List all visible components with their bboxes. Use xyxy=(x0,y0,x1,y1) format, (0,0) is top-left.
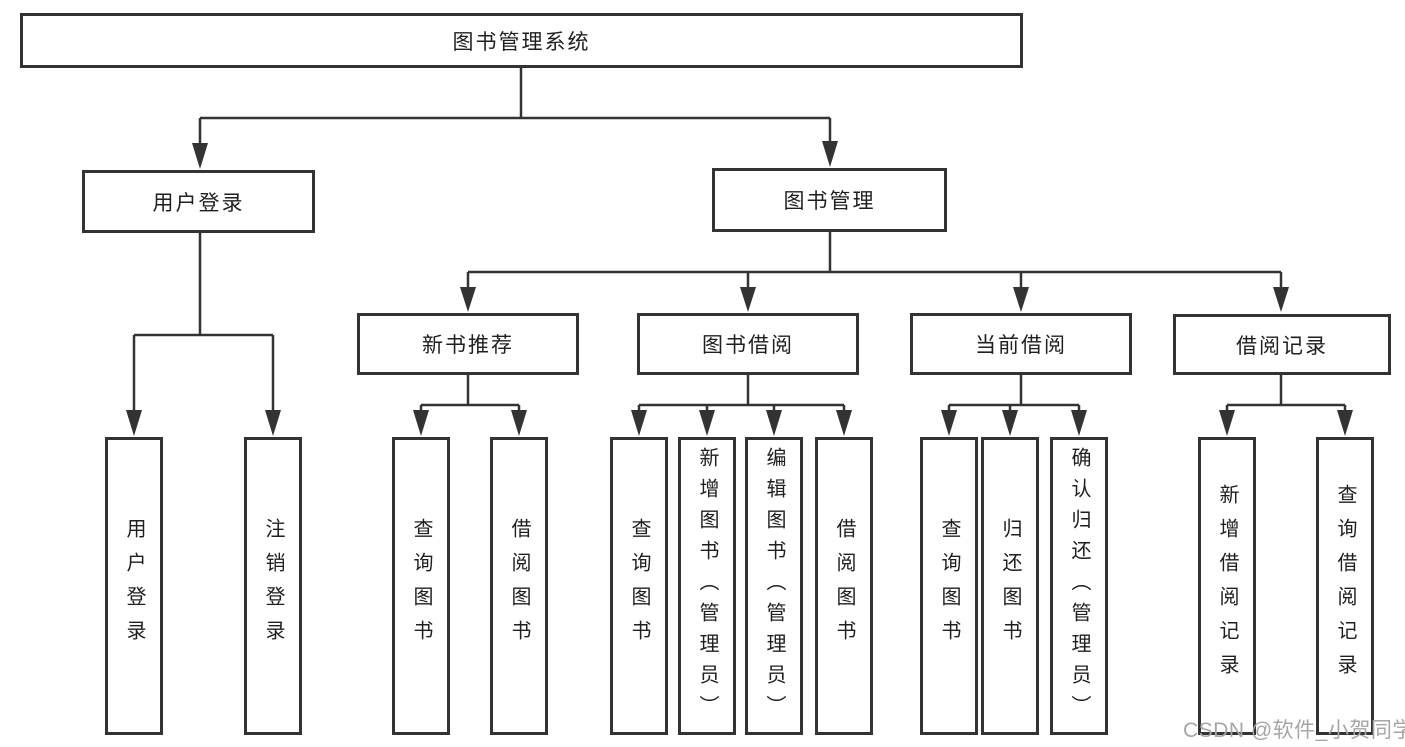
node-label: 查询借阅记录 xyxy=(1334,484,1356,688)
leaf-query-books-recommend: 查询图书 xyxy=(392,437,450,735)
node-root: 图书管理系统 xyxy=(20,13,1023,68)
csdn-watermark: CSDN @软件_小贺同学 xyxy=(1183,719,1405,742)
leaf-query-borrow-record: 查询借阅记录 xyxy=(1316,437,1374,735)
node-label: 编辑图书（管理员） xyxy=(763,446,785,726)
node-label: 图书管理系统 xyxy=(452,30,591,54)
node-book-management: 图书管理 xyxy=(712,168,947,232)
node-label: 查询图书 xyxy=(938,518,960,654)
node-label: 注销登录 xyxy=(262,518,284,654)
node-label: 图书借阅 xyxy=(702,334,794,357)
node-label: 用户登录 xyxy=(123,518,145,654)
leaf-return-books: 归还图书 xyxy=(981,437,1039,735)
node-new-book-recommend: 新书推荐 xyxy=(357,313,579,375)
leaf-query-books-current: 查询图书 xyxy=(920,437,978,735)
node-label: 借阅记录 xyxy=(1236,334,1328,358)
node-label: 借阅图书 xyxy=(833,518,855,654)
leaf-query-books-borrow: 查询图书 xyxy=(610,437,668,735)
leaf-user-login: 用户登录 xyxy=(105,437,163,735)
leaf-edit-books-admin: 编辑图书（管理员） xyxy=(745,437,803,735)
node-label: 新增图书（管理员） xyxy=(696,446,718,726)
node-label: 图书管理 xyxy=(783,190,876,213)
node-label: 新书推荐 xyxy=(422,334,514,357)
node-current-borrow: 当前借阅 xyxy=(910,313,1132,375)
node-label: 确认归还（管理员） xyxy=(1068,446,1090,726)
node-label: 查询图书 xyxy=(628,518,650,654)
leaf-confirm-return-admin: 确认归还（管理员） xyxy=(1050,437,1108,735)
node-label: 查询图书 xyxy=(410,518,432,654)
node-borrow-records: 借阅记录 xyxy=(1173,314,1391,375)
leaf-borrow-books-recommend: 借阅图书 xyxy=(490,437,548,735)
leaf-add-books-admin: 新增图书（管理员） xyxy=(678,437,736,735)
node-label: 归还图书 xyxy=(999,518,1021,654)
node-label: 新增借阅记录 xyxy=(1216,484,1238,688)
node-label: 当前借阅 xyxy=(975,334,1067,357)
node-label: 借阅图书 xyxy=(508,518,530,654)
leaf-logout: 注销登录 xyxy=(244,437,302,735)
node-user-login: 用户登录 xyxy=(82,170,315,233)
leaf-add-borrow-record: 新增借阅记录 xyxy=(1198,437,1256,735)
node-book-borrow: 图书借阅 xyxy=(637,313,859,375)
leaf-borrow-books-borrow: 借阅图书 xyxy=(815,437,873,735)
node-label: 用户登录 xyxy=(152,191,245,215)
